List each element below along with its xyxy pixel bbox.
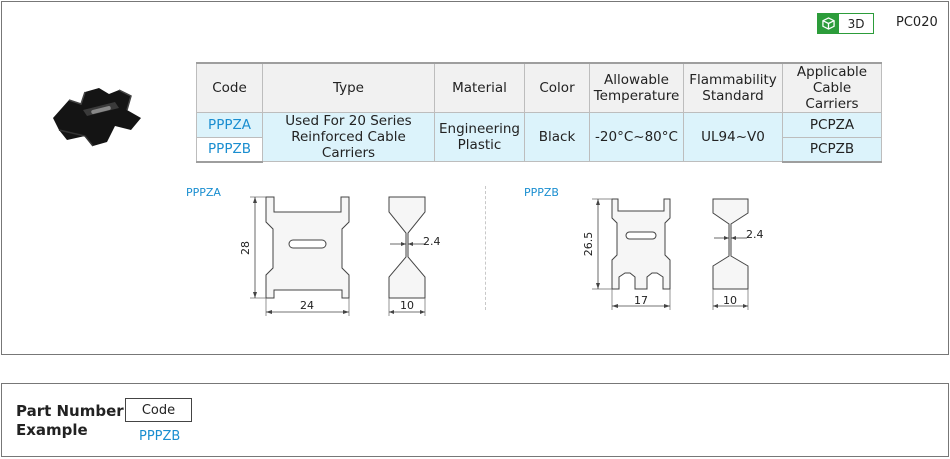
drawing-b-label: PPPZB [524,186,559,199]
part-number-code-box: Code [125,398,192,422]
col-header-flammability: Flammability Standard [683,62,783,113]
dim-pppzb-neck: 2.4 [746,228,764,241]
pppza-side-drawing: 2.4 10 [388,196,441,316]
col-header-carriers: Applicable Cable Carriers [782,62,882,113]
spec-panel [1,1,949,355]
dim-pppzb-height: 26.5 [582,232,595,257]
col-header-code: Code [196,62,263,113]
product-image [53,88,141,147]
page-code: PC020 [896,15,938,30]
dim-pppza-neck: 2.4 [423,235,441,248]
spec-table: Code Type Material Color Allowable Tempe… [196,62,882,163]
part-number-panel: Part Number Example Code PPPZB [1,383,949,457]
dim-pppza-height: 28 [239,241,252,255]
pppzb-side-drawing: 2.4 10 [712,198,764,310]
dim-pppzb-width: 17 [634,294,648,307]
carrier-cell: PCPZA [782,112,882,138]
part-number-example[interactable]: PPPZB [139,429,181,444]
dim-pppzb-thickness: 10 [723,294,737,307]
part-number-title: Part Number Example [16,402,124,439]
type-cell: Used For 20 Series Reinforced Cable Carr… [262,112,435,162]
cube-icon [818,14,839,33]
carrier-cell: PCPZB [782,136,882,163]
3d-label: 3D [847,16,865,31]
3d-view-button[interactable]: 3D [817,13,874,34]
col-header-type: Type [262,62,435,113]
dim-pppza-width: 24 [300,299,314,312]
color-cell: Black [524,112,590,162]
table-row: PPPZB PCPZB [196,136,882,163]
col-header-color: Color [524,62,590,113]
flammability-cell: UL94~V0 [683,112,783,162]
code-cell[interactable]: PPPZB [196,136,263,163]
table-row: PPPZA Used For 20 Series Reinforced Cabl… [196,112,882,162]
dim-pppza-thickness: 10 [400,299,414,312]
pppzb-front-drawing: 26.5 17 [582,198,671,310]
code-cell[interactable]: PPPZA [196,112,263,138]
pppza-front-drawing: 28 24 [239,196,350,316]
drawing-a-label: PPPZA [186,186,221,199]
col-header-temperature: Allowable Temperature [589,62,684,113]
table-header-row: Code Type Material Color Allowable Tempe… [196,62,882,113]
drawing-divider [485,186,486,310]
material-cell: Engineering Plastic [434,112,525,162]
